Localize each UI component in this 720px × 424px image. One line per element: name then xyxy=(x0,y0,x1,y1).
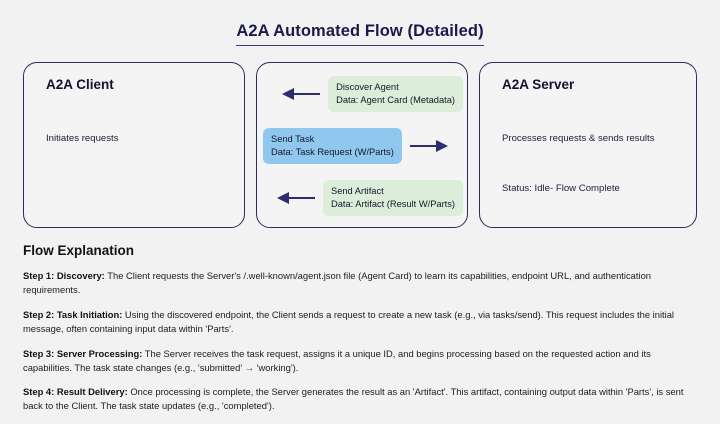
arrow-left-icon xyxy=(277,191,317,205)
flow-diagram: A2A Client Initiates requests Discover A… xyxy=(23,62,697,228)
message-row-send-artifact: Send Artifact Data: Artifact (Result W/P… xyxy=(263,177,463,219)
step-text: The Client requests the Server's /.well-… xyxy=(23,270,651,295)
page-title: A2A Automated Flow (Detailed) xyxy=(236,22,484,46)
message-data: Data: Task Request (W/Parts) xyxy=(271,146,394,157)
message-title: Send Task xyxy=(271,134,315,145)
client-panel-description: Initiates requests xyxy=(46,133,119,144)
message-data: Data: Agent Card (Metadata) xyxy=(336,94,455,105)
message-title: Send Artifact xyxy=(331,186,384,197)
page-title-wrap: A2A Automated Flow (Detailed) xyxy=(0,22,720,46)
step-label: Step 3: Server Processing: xyxy=(23,347,143,359)
step-text: Once processing is complete, the Server … xyxy=(23,386,684,412)
server-panel: A2A Server Processes requests & sends re… xyxy=(479,62,697,228)
message-box-send-artifact: Send Artifact Data: Artifact (Result W/P… xyxy=(323,180,463,216)
message-data: Data: Artifact (Result W/Parts) xyxy=(331,198,455,209)
message-box-discover-agent: Discover Agent Data: Agent Card (Metadat… xyxy=(328,76,463,112)
step-text: The Server receives the task request, as… xyxy=(23,347,651,373)
explanation-step-1: Step 1: Discovery: The Client requests t… xyxy=(23,269,699,297)
message-row-send-task: Send Task Data: Task Request (W/Parts) xyxy=(263,125,463,167)
explanation-step-2: Step 2: Task Initiation: Using the disco… xyxy=(23,308,699,336)
client-panel: A2A Client Initiates requests xyxy=(23,62,245,228)
step-text: Using the discovered endpoint, the Clien… xyxy=(23,308,675,334)
server-panel-heading: A2A Server xyxy=(502,77,575,92)
server-panel-description: Processes requests & sends results xyxy=(502,133,655,144)
flow-explanation-heading: Flow Explanation xyxy=(23,243,135,258)
step-label: Step 4: Result Delivery: xyxy=(23,386,128,398)
message-list: Discover Agent Data: Agent Card (Metadat… xyxy=(263,73,463,219)
server-status-text: Status: Idle- Flow Complete xyxy=(502,183,620,194)
explanation-step-4: Step 4: Result Delivery: Once processing… xyxy=(23,385,699,413)
message-title: Discover Agent xyxy=(336,82,399,93)
message-row-discover-agent: Discover Agent Data: Agent Card (Metadat… xyxy=(263,73,463,115)
message-box-send-task: Send Task Data: Task Request (W/Parts) xyxy=(263,128,402,164)
step-label: Step 1: Discovery: xyxy=(23,270,105,281)
arrow-left-icon xyxy=(282,87,322,101)
explanation-step-3: Step 3: Server Processing: The Server re… xyxy=(23,347,699,375)
client-panel-heading: A2A Client xyxy=(46,77,114,92)
message-flow-panel: Discover Agent Data: Agent Card (Metadat… xyxy=(256,62,468,228)
step-label: Step 2: Task Initiation: xyxy=(23,308,123,320)
flow-explanation-section: Flow Explanation Step 1: Discovery: The … xyxy=(23,243,699,424)
arrow-right-icon xyxy=(408,139,448,153)
